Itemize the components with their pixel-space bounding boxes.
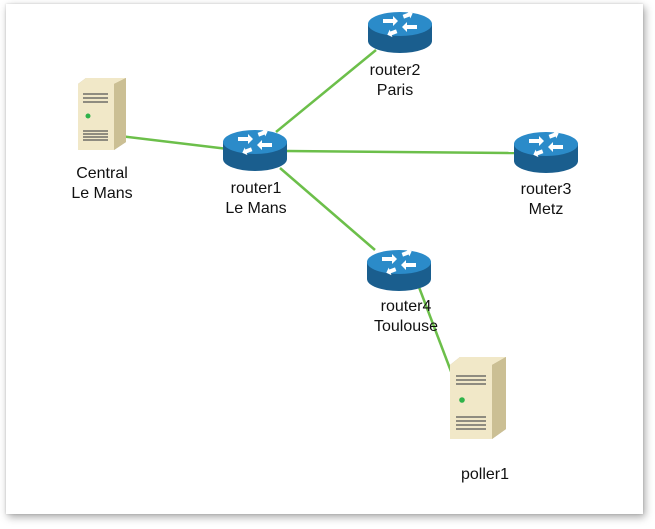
- router-icon: [368, 10, 432, 53]
- router3-name: router3: [520, 181, 572, 198]
- poller1-name: poller1: [460, 466, 510, 483]
- router-icon: [367, 248, 431, 291]
- router1-location: Le Mans: [225, 200, 287, 217]
- router-icon: [223, 128, 287, 171]
- central-location: Le Mans: [71, 185, 133, 202]
- central-node[interactable]: [74, 76, 130, 152]
- server-icon: [450, 357, 506, 439]
- router2-location: Paris: [376, 82, 414, 99]
- poller1-node[interactable]: [446, 355, 510, 441]
- router3-node[interactable]: [511, 130, 581, 178]
- central-label: Central Le Mans: [71, 164, 132, 204]
- router3-label: router3 Metz: [521, 180, 572, 220]
- router4-node[interactable]: [364, 248, 434, 296]
- router-icon: [514, 130, 578, 173]
- server-icon: [78, 78, 126, 150]
- link-router1-router2: [275, 49, 377, 133]
- link-router1-router4: [279, 167, 376, 251]
- router2-label: router2 Paris: [370, 61, 421, 101]
- router3-location: Metz: [528, 201, 564, 218]
- link-central-router1: [119, 134, 229, 151]
- link-router4-poller1: [412, 273, 454, 375]
- poller1-label: poller1: [461, 465, 509, 485]
- central-name: Central: [76, 165, 128, 182]
- router1-label: router1 Le Mans: [225, 179, 286, 219]
- router2-node[interactable]: [365, 10, 435, 58]
- router2-name: router2: [369, 62, 421, 79]
- router4-location: Toulouse: [373, 318, 439, 335]
- link-router1-router3: [285, 149, 516, 155]
- router1-node[interactable]: [220, 128, 290, 176]
- router4-label: router4 Toulouse: [374, 297, 438, 337]
- router4-name: router4: [380, 298, 432, 315]
- router1-name: router1: [230, 180, 282, 197]
